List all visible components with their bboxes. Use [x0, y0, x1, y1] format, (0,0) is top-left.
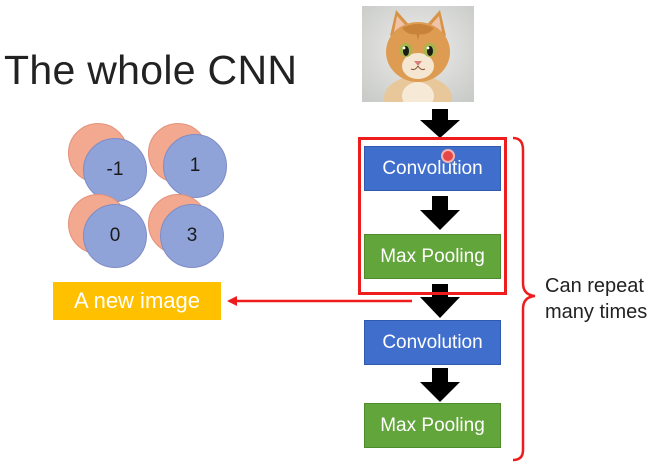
convolution-block: Convolution	[364, 146, 501, 191]
slide-title: The whole CNN	[4, 47, 298, 93]
max-pooling-block: Max Pooling	[364, 403, 501, 448]
max-pooling-block: Max Pooling	[364, 234, 501, 279]
feature-node: 1	[163, 134, 227, 198]
repeat-label: Can repeat many times	[545, 273, 647, 325]
down-arrow-icon	[420, 368, 460, 402]
feature-node: 0	[83, 204, 147, 268]
new-image-box: A new image	[53, 282, 221, 320]
down-arrow-icon	[420, 196, 460, 230]
repeat-label-line: Can repeat	[545, 275, 644, 297]
convolution-block: Convolution	[364, 320, 501, 365]
repeat-highlight-box	[358, 137, 507, 295]
down-arrow-icon	[420, 284, 460, 318]
down-arrow-icon	[420, 109, 460, 138]
cat-illustration	[362, 6, 474, 102]
feature-node: 3	[160, 204, 224, 268]
curly-brace-icon	[512, 136, 536, 462]
repeat-label-line: many times	[545, 301, 648, 323]
pointer-cursor	[443, 151, 453, 161]
cat-image	[362, 6, 474, 102]
